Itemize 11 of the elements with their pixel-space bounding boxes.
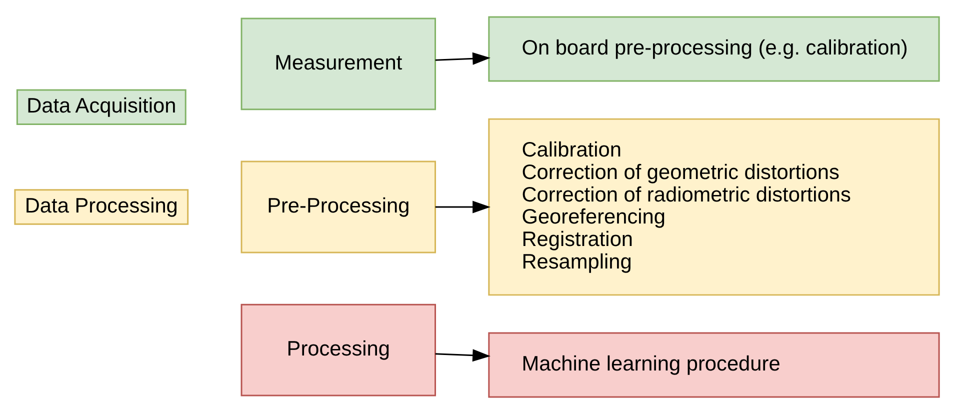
node-box: Machine learning procedure <box>488 332 940 398</box>
node-box: Calibration Correction of geometric distortions Correction of radiometric distortions Georeferencing Registration Resampling <box>488 118 940 296</box>
node-box: On board pre-processing (e.g. calibration) <box>488 16 940 82</box>
arrow <box>435 200 490 214</box>
node-box: Processing <box>240 304 436 396</box>
node-box: Data Processing <box>14 189 189 225</box>
node-box: Pre-Processing <box>240 160 436 254</box>
node-box: Measurement <box>240 18 436 110</box>
arrow <box>435 349 490 362</box>
node-box: Data Acquisition <box>16 89 186 126</box>
arrow <box>435 52 490 65</box>
